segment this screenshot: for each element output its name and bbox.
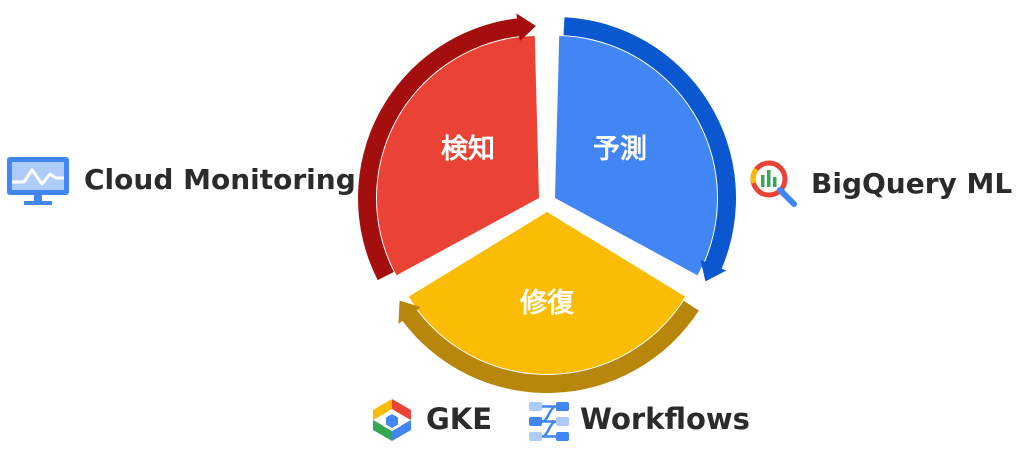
arrow-detect xyxy=(358,13,536,281)
segment-label-predict: 予測 xyxy=(593,134,647,165)
bigquery-ml-label: BigQuery ML xyxy=(811,167,1013,200)
segment-divider xyxy=(544,198,713,302)
gke-icon xyxy=(373,399,411,441)
cloud-monitoring-label: Cloud Monitoring xyxy=(84,163,356,196)
segment-remediate xyxy=(408,212,686,374)
segment-label-detect: 検知 xyxy=(441,134,495,165)
arrow-remediate xyxy=(398,300,699,394)
bigquery-icon xyxy=(750,160,797,207)
segment-label-remediate: 修復 xyxy=(519,287,575,319)
segment-divider xyxy=(381,198,550,302)
segment-detect xyxy=(377,36,539,276)
gke-label: GKE xyxy=(426,402,493,436)
monitor-icon xyxy=(7,157,69,205)
workflows-icon xyxy=(529,402,569,441)
workflows-label: Workflows xyxy=(580,402,750,436)
segment-predict xyxy=(555,36,717,276)
arrow-predict xyxy=(563,17,736,282)
